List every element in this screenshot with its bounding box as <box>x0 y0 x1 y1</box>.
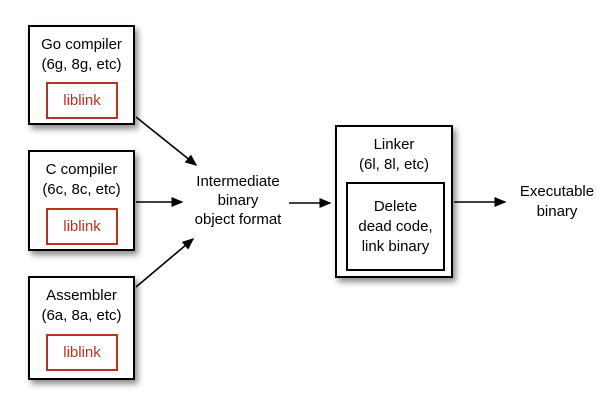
node-assembler: Assembler (6a, 8a, etc) liblink <box>28 276 135 380</box>
assembler-title: Assembler <box>46 287 117 304</box>
linker-title: Linker <box>373 136 415 153</box>
liblink-label: liblink <box>63 343 101 361</box>
liblink-label: liblink <box>63 91 101 109</box>
liblink-label: liblink <box>63 217 101 235</box>
node-linker: Linker (6l, 8l, etc) Delete dead code, l… <box>335 125 453 278</box>
executable-binary-label: Executable binary <box>519 183 595 220</box>
linker-inner-box: Delete dead code, link binary <box>346 182 445 271</box>
intermediate-format-label: Intermediate binary object format <box>194 173 282 228</box>
node-go-compiler: Go compiler (6g, 8g, etc) liblink <box>28 25 135 125</box>
assembler-liblink-box: liblink <box>46 334 118 371</box>
c-compiler-liblink-box: liblink <box>46 208 118 245</box>
arrow-assembler-to-intermediate <box>135 238 195 288</box>
go-compiler-subtitle: (6g, 8g, etc) <box>41 56 122 73</box>
go-compiler-liblink-box: liblink <box>46 82 118 119</box>
go-compiler-title: Go compiler <box>41 36 122 53</box>
linker-inner-label: Delete dead code, link binary <box>358 197 433 255</box>
linker-subtitle: (6l, 8l, etc) <box>358 156 430 173</box>
c-compiler-title: C compiler <box>45 161 118 178</box>
c-compiler-subtitle: (6c, 8c, etc) <box>42 181 121 198</box>
assembler-subtitle: (6a, 8a, etc) <box>41 307 122 324</box>
node-c-compiler: C compiler (6c, 8c, etc) liblink <box>28 150 135 251</box>
arrow-go-to-intermediate <box>135 116 198 166</box>
